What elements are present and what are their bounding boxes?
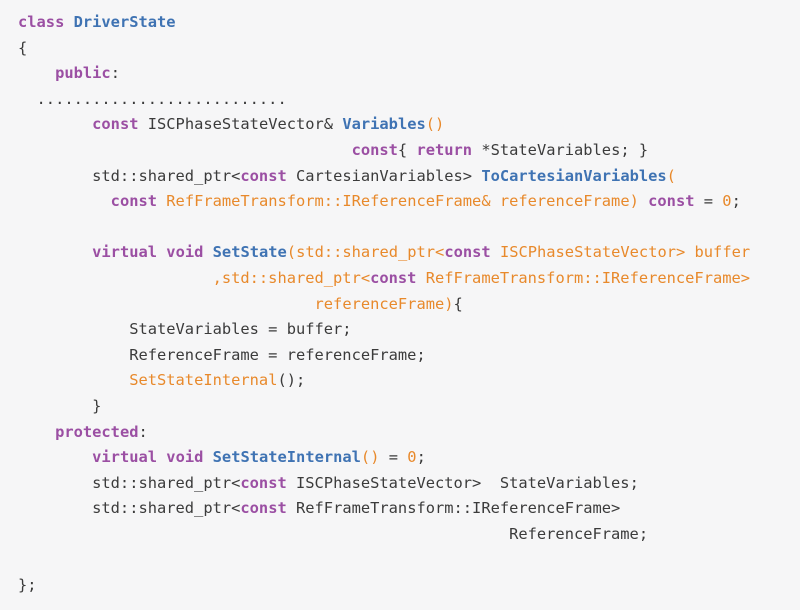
code-token xyxy=(18,448,92,466)
code-token: std::shared_ptr< xyxy=(18,166,241,185)
code-token: }; xyxy=(18,576,37,595)
code-line: protected: xyxy=(18,419,148,445)
code-token: std::shared_ptr< xyxy=(18,473,241,492)
code-line: public: xyxy=(18,60,120,86)
code-line: referenceFrame){ xyxy=(18,291,463,317)
code-token: referenceFrame) xyxy=(314,294,454,313)
code-line: std::shared_ptr<const CartesianVariables… xyxy=(18,163,676,189)
code-token: ISCPhaseStateVector> buffer xyxy=(490,243,751,262)
code-token xyxy=(18,295,315,313)
code-line: const{ return *StateVariables; } xyxy=(18,137,649,163)
code-token: const xyxy=(240,473,287,492)
code-line: virtual void SetState(std::shared_ptr<co… xyxy=(18,239,750,265)
code-token: RefFrameTransform::IReferenceFrame> xyxy=(286,499,621,518)
code-token: SetState xyxy=(212,243,287,262)
code-line: const RefFrameTransform::IReferenceFrame… xyxy=(18,188,741,214)
code-token: (std::shared_ptr< xyxy=(286,243,445,262)
code-token: virtual xyxy=(92,243,158,262)
code-line: SetStateInternal(); xyxy=(18,367,305,393)
code-token: 0 xyxy=(407,448,417,467)
code-token xyxy=(18,371,129,389)
code-token: RefFrameTransform::IReferenceFrame& refe… xyxy=(157,192,639,211)
code-line: }; xyxy=(18,572,37,598)
code-token: const xyxy=(240,166,287,185)
code-token: const xyxy=(370,269,417,287)
code-token xyxy=(18,115,92,133)
code-token: DriverState xyxy=(73,13,176,31)
code-token: ,std::shared_ptr< xyxy=(18,269,371,287)
code-token: : xyxy=(138,422,148,441)
code-line: ,std::shared_ptr<const RefFrameTransform… xyxy=(18,265,750,291)
code-token: { xyxy=(18,38,28,57)
code-token: RefFrameTransform::IReferenceFrame> xyxy=(416,269,751,287)
code-token: void xyxy=(166,448,204,467)
code-token: ToCartesianVariables xyxy=(481,166,667,185)
code-token: () xyxy=(425,115,445,134)
code-token: const xyxy=(240,499,287,518)
code-token xyxy=(203,243,212,261)
code-line: const ISCPhaseStateVector& Variables() xyxy=(18,111,444,137)
code-token: = xyxy=(379,448,408,467)
code-token: } xyxy=(18,397,102,415)
code-token: void xyxy=(166,243,204,262)
code-token xyxy=(18,243,92,261)
code-token: ISCPhaseStateVector> StateVariables; xyxy=(286,473,639,492)
code-token xyxy=(203,448,212,466)
code-token: 0 xyxy=(722,192,732,211)
code-token xyxy=(18,423,55,441)
code-token: Variables xyxy=(342,115,426,134)
code-line: } xyxy=(18,393,101,419)
code-line: class DriverState xyxy=(18,9,176,35)
code-line: ReferenceFrame = referenceFrame; xyxy=(18,342,426,368)
code-token: ReferenceFrame; xyxy=(18,525,649,543)
code-token: CartesianVariables> xyxy=(286,166,482,185)
code-line: virtual void SetStateInternal() = 0; xyxy=(18,444,426,470)
code-token: protected xyxy=(55,422,139,441)
code-token xyxy=(18,192,111,210)
code-token: () xyxy=(360,448,380,467)
code-token: const xyxy=(351,141,398,159)
code-token: StateVariables = buffer; xyxy=(18,320,352,339)
code-token: const xyxy=(92,115,139,134)
code-token: const xyxy=(648,192,695,211)
code-token: = xyxy=(694,192,723,211)
code-token: : xyxy=(110,64,120,83)
code-token: class xyxy=(18,13,74,31)
code-line: ........................... xyxy=(18,86,287,112)
code-token xyxy=(18,64,55,82)
code-token: ; xyxy=(731,192,741,211)
code-token: const xyxy=(110,192,158,211)
code-token: ISCPhaseStateVector& xyxy=(138,115,343,134)
code-line: { xyxy=(18,35,27,61)
code-token: ( xyxy=(666,166,676,185)
code-token: { xyxy=(397,141,417,159)
code-token: virtual xyxy=(92,448,158,467)
code-token xyxy=(157,448,166,466)
code-token: { xyxy=(453,294,463,313)
code-token: public xyxy=(55,64,111,83)
code-token: ........................... xyxy=(18,89,287,108)
code-token: *StateVariables; } xyxy=(472,141,649,159)
code-token: ; xyxy=(416,448,426,467)
code-token: return xyxy=(416,141,473,159)
code-token: std::shared_ptr< xyxy=(18,499,241,518)
code-token: SetStateInternal xyxy=(212,448,361,467)
code-line: std::shared_ptr<const RefFrameTransform:… xyxy=(18,495,620,521)
code-token: const xyxy=(444,243,491,262)
code-token xyxy=(18,141,352,159)
code-token: ReferenceFrame = referenceFrame; xyxy=(18,345,426,364)
code-line: StateVariables = buffer; xyxy=(18,316,352,342)
code-token xyxy=(157,243,166,261)
code-line: ReferenceFrame; xyxy=(18,521,648,547)
code-token: SetStateInternal xyxy=(129,371,278,390)
code-line: std::shared_ptr<const ISCPhaseStateVecto… xyxy=(18,470,639,496)
code-token xyxy=(639,192,648,210)
code-token: (); xyxy=(277,371,306,390)
